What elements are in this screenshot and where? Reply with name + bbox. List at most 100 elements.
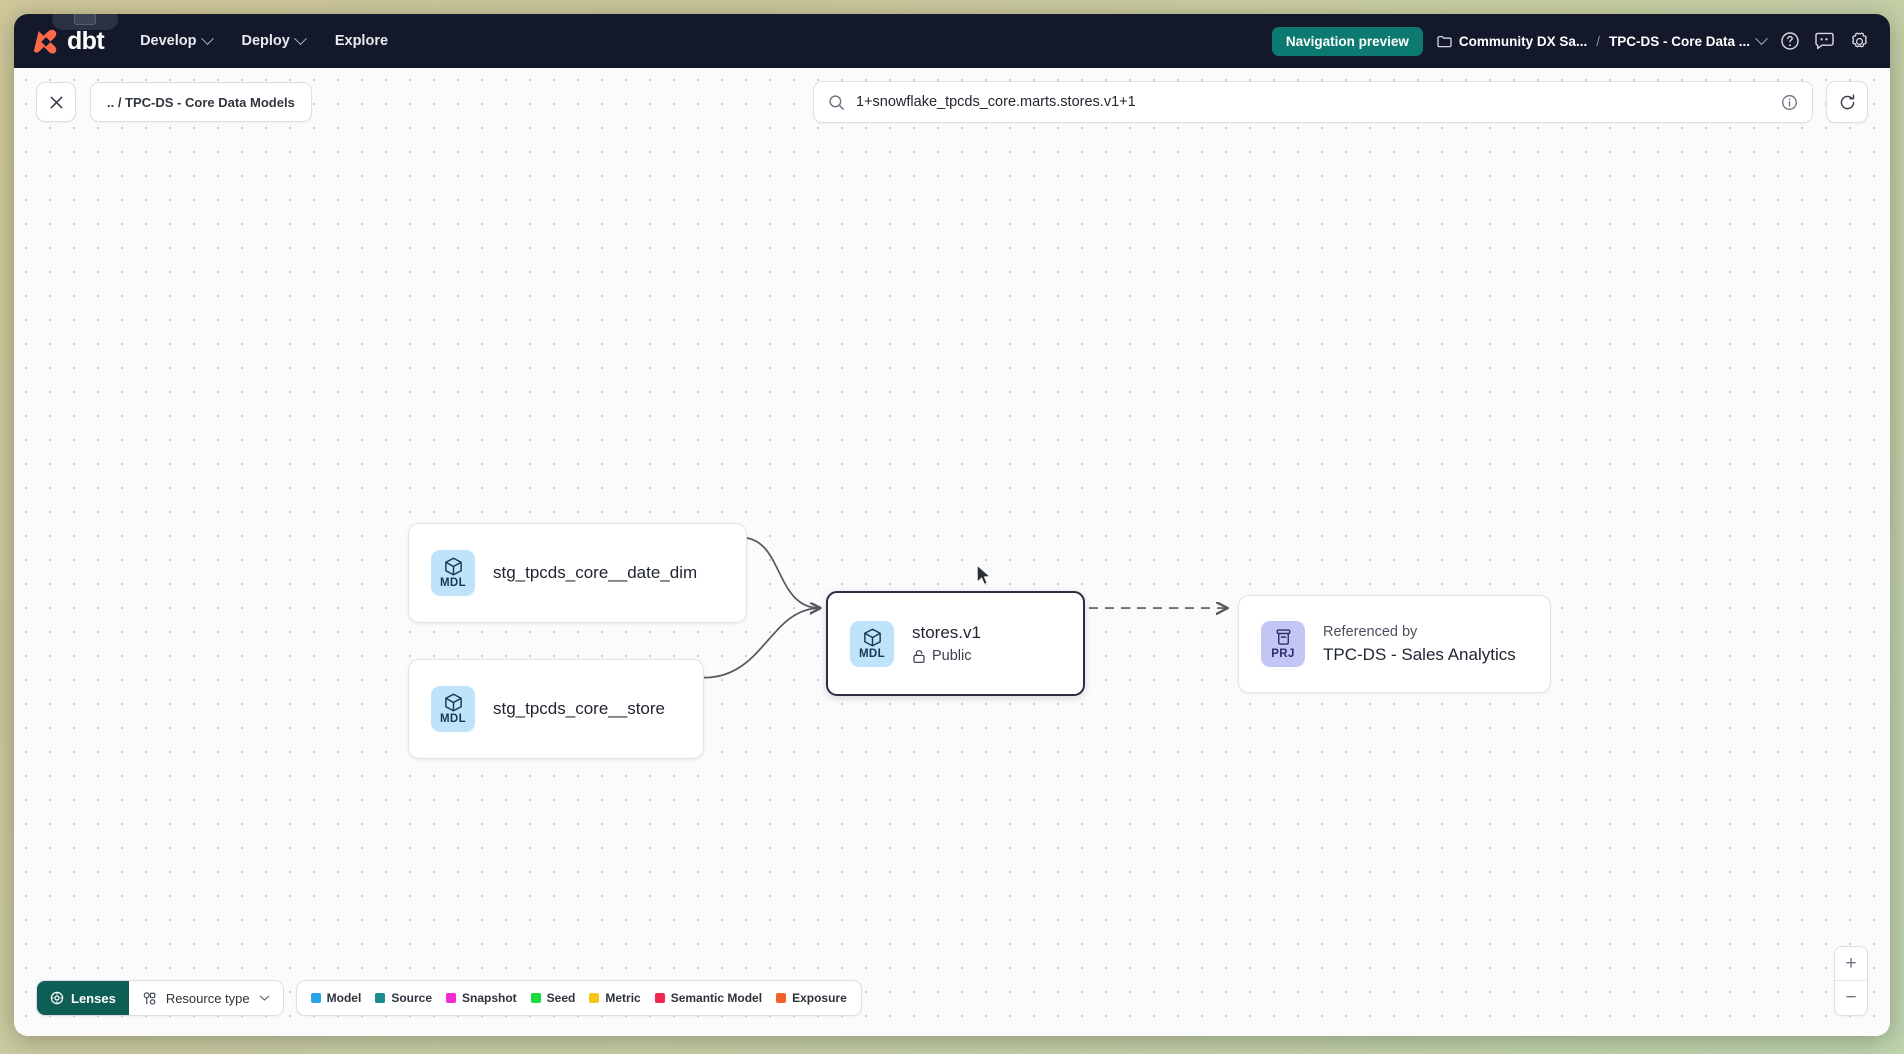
top-nav-right: Navigation preview Community DX Sa... / … [1271, 26, 1870, 56]
lineage-toolbar: .. / TPC-DS - Core Data Models [14, 68, 1890, 136]
legend-swatch [776, 993, 787, 1003]
refresh-icon [1840, 93, 1854, 109]
resource-type-legend: Model Source Snapshot Seed Metric [295, 980, 862, 1016]
lineage-edges [703, 536, 1890, 679]
help-button[interactable] [1780, 31, 1800, 51]
resource-type-icon [143, 991, 156, 1005]
resource-type-dropdown[interactable]: Resource type [128, 981, 283, 1015]
unlock-icon [913, 649, 925, 663]
legend-label: Source [391, 991, 432, 1005]
lineage-node-body: stores.v1 Public [912, 623, 981, 664]
node-badge-prj: PRJ [1261, 621, 1305, 667]
lineage-node-access: Public [912, 648, 981, 664]
lineage-node-title: stg_tpcds_core__date_dim [493, 563, 698, 582]
chevron-down-icon [200, 31, 214, 45]
resource-type-label: Resource type [165, 990, 250, 1006]
legend-label: Semantic Model [670, 991, 763, 1005]
settings-button[interactable] [1849, 31, 1870, 52]
gear-icon [1851, 31, 1868, 47]
navigation-preview-badge[interactable]: Navigation preview [1271, 26, 1423, 56]
nav-item-develop[interactable]: Develop [138, 27, 214, 55]
node-badge-label: MDL [439, 577, 467, 590]
legend-item-source: Source [375, 991, 432, 1005]
node-badge-mdl: MDL [431, 550, 475, 596]
legend-swatch [530, 993, 541, 1003]
info-circle-icon[interactable] [1781, 94, 1798, 111]
lineage-node-sales-analytics[interactable]: PRJ Referenced by TPC-DS - Sales Analyti… [1238, 595, 1551, 693]
project-breadcrumb-button[interactable]: .. / TPC-DS - Core Data Models [90, 82, 312, 122]
dbt-x-logo-icon [33, 29, 57, 54]
dbt-logo[interactable]: dbt [32, 26, 105, 55]
lens-icon [50, 991, 64, 1005]
legend-swatch [446, 993, 456, 1003]
legend-item-seed: Seed [530, 991, 576, 1005]
project-stack-icon [1276, 629, 1290, 646]
edge-date-dim-to-stores [740, 536, 820, 608]
legend-swatch [589, 993, 600, 1003]
legend-label: Snapshot [462, 991, 517, 1005]
legend-item-metric: Metric [589, 991, 641, 1005]
lineage-node-store[interactable]: MDL stg_tpcds_core__store [408, 659, 704, 759]
app-window: dbt Develop Deploy Explore Navigation pr… [14, 14, 1890, 1036]
chevron-down-icon [1755, 31, 1768, 45]
zoom-out-button[interactable]: − [1845, 987, 1857, 1008]
node-badge-label: MDL [439, 713, 467, 726]
legend-label: Seed [546, 991, 576, 1005]
search-input[interactable] [856, 94, 1770, 110]
cube-icon [444, 693, 462, 712]
brand-name: dbt [67, 26, 105, 55]
legend-label: Model [326, 991, 362, 1005]
lineage-node-access-label: Public [932, 648, 972, 664]
lineage-node-title: TPC-DS - Sales Analytics [1323, 644, 1516, 664]
search-area [813, 81, 1868, 123]
nav-item-develop-label: Develop [140, 33, 197, 49]
node-badge-mdl: MDL [431, 686, 475, 732]
node-badge-mdl: MDL [850, 620, 894, 667]
breadcrumb-project[interactable]: TPC-DS - Core Data ... [1608, 31, 1768, 49]
breadcrumb-account[interactable]: Community DX Sa... [1437, 34, 1587, 49]
window-notch [52, 14, 118, 30]
nav-item-explore[interactable]: Explore [333, 27, 390, 55]
lineage-bottom-bar: Lenses Resource type [36, 980, 862, 1016]
window-notch-inner [74, 14, 96, 25]
zoom-in-button[interactable]: + [1835, 947, 1867, 981]
lineage-node-date-dim[interactable]: MDL stg_tpcds_core__date_dim [408, 523, 747, 623]
feedback-chat-icon [1815, 32, 1834, 50]
legend-swatch [310, 993, 321, 1003]
legend-item-model: Model [310, 991, 362, 1005]
close-icon [50, 96, 62, 108]
lineage-canvas[interactable]: .. / TPC-DS - Core Data Models [14, 68, 1890, 1036]
cube-icon [444, 557, 462, 576]
nav-item-explore-label: Explore [334, 33, 389, 49]
lineage-node-kicker: Referenced by [1323, 623, 1418, 640]
legend-item-exposure: Exposure [776, 991, 847, 1005]
chevron-down-icon [259, 995, 269, 1001]
nav-item-deploy-label: Deploy [241, 33, 290, 49]
chevron-down-icon [293, 31, 307, 45]
lineage-node-stores-v1[interactable]: MDL stores.v1 Public [826, 591, 1085, 696]
breadcrumb-account-label: Community DX Sa... [1458, 33, 1588, 49]
lineage-graph: MDL stg_tpcds_core__date_dim MDL stg_tpc… [14, 68, 1890, 1036]
main-nav: Develop Deploy Explore [138, 27, 390, 55]
node-badge-label: PRJ [1271, 648, 1295, 661]
legend-label: Exposure [792, 991, 847, 1005]
search-icon [829, 94, 844, 110]
legend-label: Metric [605, 991, 641, 1005]
legend-item-semantic-model: Semantic Model [654, 991, 763, 1005]
nav-item-deploy[interactable]: Deploy [240, 27, 307, 55]
breadcrumb: Community DX Sa... / TPC-DS - Core Data … [1437, 31, 1768, 49]
cube-icon [863, 628, 881, 647]
node-badge-label: MDL [858, 647, 886, 660]
folder-icon [1437, 35, 1452, 47]
close-lineage-button[interactable] [36, 82, 76, 122]
mouse-cursor [976, 564, 992, 586]
feedback-button[interactable] [1814, 31, 1835, 51]
refresh-lineage-button[interactable] [1826, 81, 1868, 123]
lineage-search-box[interactable] [813, 81, 1813, 123]
breadcrumb-separator: / [1596, 33, 1600, 49]
lineage-node-body: Referenced by TPC-DS - Sales Analytics [1323, 624, 1516, 665]
lenses-button[interactable]: Lenses [37, 981, 129, 1015]
top-navigation-bar: dbt Develop Deploy Explore Navigation pr… [14, 14, 1890, 68]
breadcrumb-project-label: TPC-DS - Core Data ... [1608, 33, 1750, 49]
legend-item-snapshot: Snapshot [446, 991, 517, 1005]
